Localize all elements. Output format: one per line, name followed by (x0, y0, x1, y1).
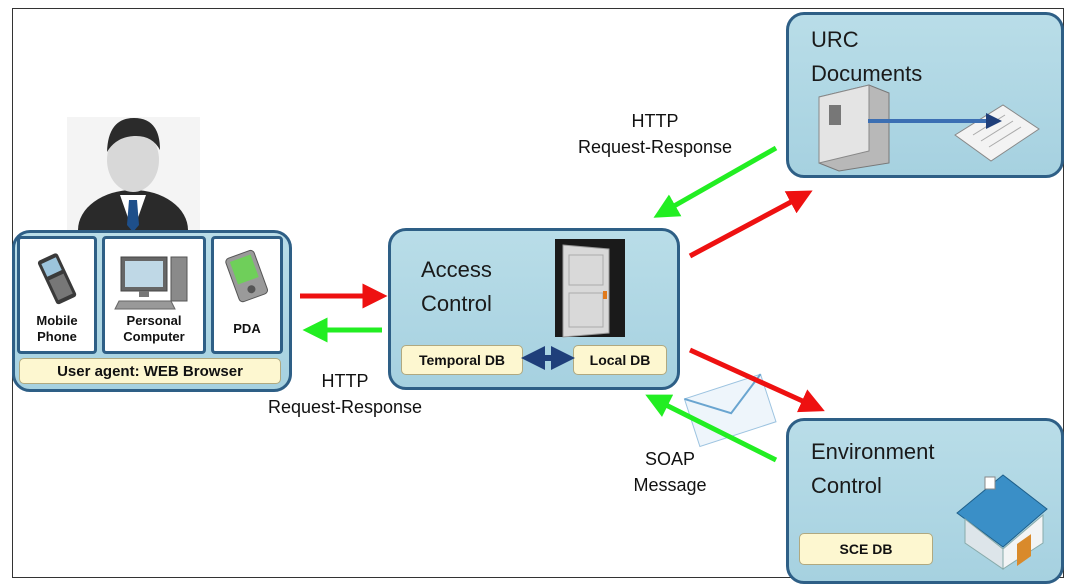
temporal-db: Temporal DB (401, 345, 523, 375)
device-label-pda: PDA (233, 321, 261, 336)
server-icon (818, 84, 890, 172)
mobile-phone-icon (37, 253, 77, 305)
pda-icon (225, 249, 268, 303)
device-pda: PDA (211, 236, 283, 354)
local-db: Local DB (573, 345, 667, 375)
sce-db: SCE DB (799, 533, 933, 565)
browser-label: User agent: WEB Browser (19, 358, 281, 384)
personal-computer-icon (114, 256, 188, 310)
document-icon (954, 104, 1040, 162)
house-icon (956, 474, 1048, 570)
door-icon (555, 239, 625, 338)
